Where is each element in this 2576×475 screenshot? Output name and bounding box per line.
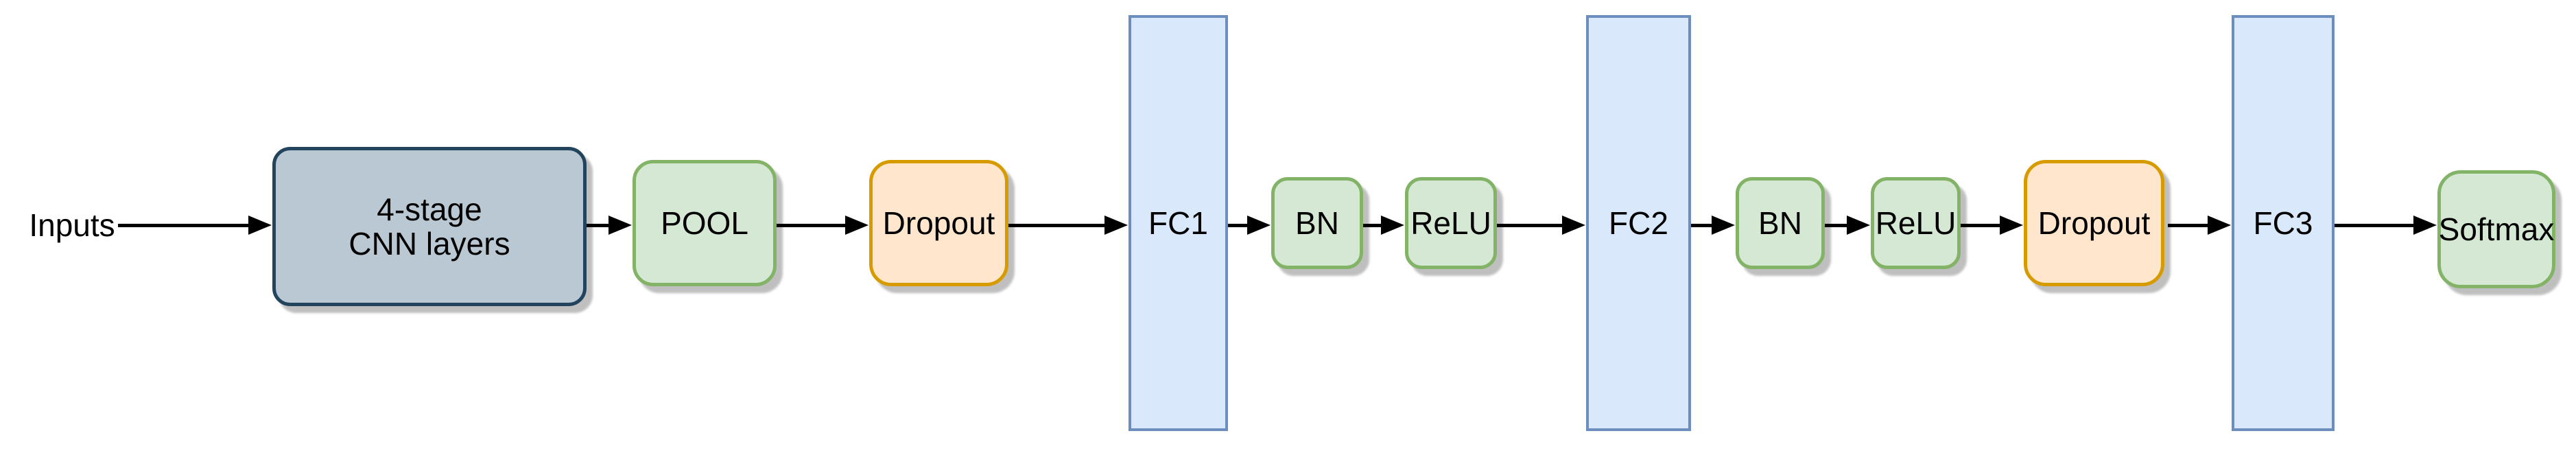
node-dropout-2: Dropout [2024, 160, 2164, 286]
arrow-relu2-dropout2 [1961, 216, 2023, 235]
node-cnn-4stage: 4-stage CNN layers [272, 147, 587, 306]
node-softmax: Softmax [2437, 170, 2555, 288]
node-relu-2: ReLU [1871, 177, 1961, 269]
arrow-bn2-relu2 [1825, 216, 1870, 235]
arrow-pool-dropout1 [777, 216, 868, 235]
node-bn-2: BN [1736, 177, 1825, 269]
node-fc2: FC2 [1586, 15, 1691, 431]
arrow-relu1-fc2 [1497, 216, 1585, 235]
arrow-fc2-bn2 [1691, 216, 1735, 235]
cnn-label: 4-stage CNN layers [348, 192, 510, 262]
node-dropout-1: Dropout [869, 160, 1008, 286]
node-pool: POOL [633, 160, 777, 286]
node-fc3: FC3 [2232, 15, 2335, 431]
arrow-dropout1-fc1 [1008, 216, 1128, 235]
arrow-inputs-cnn [118, 216, 272, 235]
node-bn-1: BN [1271, 177, 1363, 269]
arrow-dropout2-fc3 [2168, 216, 2231, 235]
arrow-bn1-relu1 [1363, 216, 1404, 235]
inputs-label: Inputs [29, 207, 115, 243]
arrow-cnn-pool [587, 216, 632, 235]
arrow-fc3-softmax [2335, 216, 2437, 235]
node-fc1: FC1 [1129, 15, 1228, 431]
arrow-fc1-bn1 [1228, 216, 1271, 235]
node-relu-1: ReLU [1405, 177, 1497, 269]
